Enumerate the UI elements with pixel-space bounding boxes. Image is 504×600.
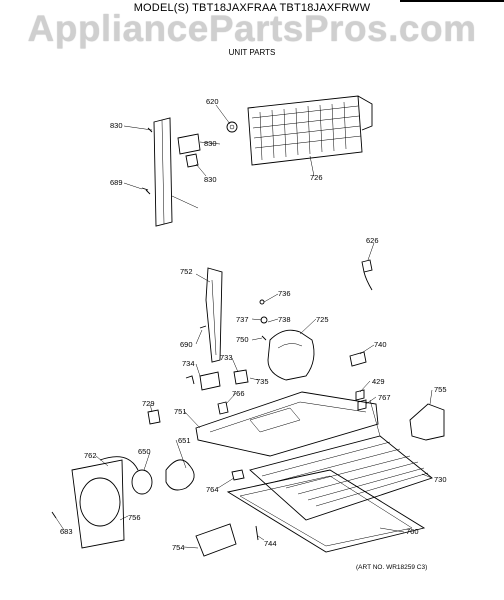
bracket-754 — [195, 523, 237, 557]
callout-751: 751 — [174, 407, 187, 416]
callout-650: 650 — [138, 447, 151, 456]
bracket-630 — [145, 117, 201, 227]
callout-767: 767 — [378, 393, 391, 402]
overload-734 — [199, 371, 221, 391]
clip-733 — [233, 369, 249, 385]
shroud-756 — [71, 456, 139, 549]
callout-737: 737 — [236, 315, 249, 324]
capacitor-729 — [147, 409, 161, 425]
callout-726: 726 — [310, 173, 323, 182]
bracket-755 — [409, 403, 445, 441]
callout-429: 429 — [372, 377, 385, 386]
callout-733: 733 — [220, 353, 233, 362]
section-title: UNIT PARTS — [228, 48, 276, 57]
callout-736: 736 — [278, 289, 291, 298]
bracket-752 — [205, 267, 223, 363]
clip-764 — [231, 469, 245, 481]
callout-651: 651 — [178, 436, 191, 445]
fan-motor-650 — [131, 469, 153, 495]
coil-726 — [247, 95, 373, 166]
art-number: (ART NO. WR18259 C3) — [356, 564, 428, 571]
screw-689 — [141, 187, 149, 191]
callout-760: 760 — [406, 527, 419, 536]
grommet-766 — [217, 401, 229, 415]
model-title: MODEL(S) TBT18JAXFRAA TBT18JAXFRWW — [133, 2, 371, 14]
callout-735: 735 — [256, 377, 269, 386]
callout-744: 744 — [264, 539, 277, 548]
callout-754: 754 — [172, 543, 185, 552]
callout-690: 690 — [180, 340, 193, 349]
spring-750 — [261, 335, 267, 341]
callout-730: 730 — [434, 475, 447, 484]
callout-626: 626 — [366, 236, 379, 245]
callout-766: 766 — [232, 389, 245, 398]
callout-764: 764 — [206, 485, 219, 494]
callout-756: 756 — [128, 513, 141, 522]
callout-750: 750 — [236, 335, 249, 344]
base-pan-751 — [195, 391, 379, 457]
callout-740: 740 — [374, 340, 387, 349]
callout-755: 755 — [434, 385, 447, 394]
grommet-620 — [226, 121, 238, 133]
callout-labels: 620 830 830 830 689 726 626 752 736 737 738 725 690 7… — [60, 97, 447, 552]
screw-683 — [51, 511, 57, 519]
callout-689: 689 — [110, 178, 123, 187]
fan-blade-651 — [165, 459, 195, 491]
clip-767 — [357, 399, 367, 411]
callout-620: 620 — [206, 97, 219, 106]
callout-830: 830 — [110, 121, 123, 130]
pan-760 — [226, 469, 426, 553]
relay-740 — [349, 351, 367, 367]
condenser-730 — [249, 399, 433, 521]
screw-744 — [255, 525, 259, 541]
callout-738: 738 — [278, 315, 291, 324]
callout-752: 752 — [180, 267, 193, 276]
callout-729: 729 — [142, 399, 155, 408]
clip-429 — [355, 389, 365, 401]
callout-683: 683 — [60, 527, 73, 536]
header-rule — [400, 0, 504, 2]
compressor-725 — [259, 299, 315, 381]
callout-830: 830 — [204, 175, 217, 184]
clip — [185, 375, 195, 385]
callout-725: 725 — [316, 315, 329, 324]
sensor-626 — [361, 259, 373, 291]
leader-lines — [55, 104, 433, 549]
callout-830: 830 — [204, 139, 217, 148]
screw-690 — [199, 325, 207, 329]
callout-762: 762 — [84, 451, 97, 460]
watermark: AppliancePartsPros.com — [27, 8, 477, 49]
callout-734: 734 — [182, 359, 195, 368]
